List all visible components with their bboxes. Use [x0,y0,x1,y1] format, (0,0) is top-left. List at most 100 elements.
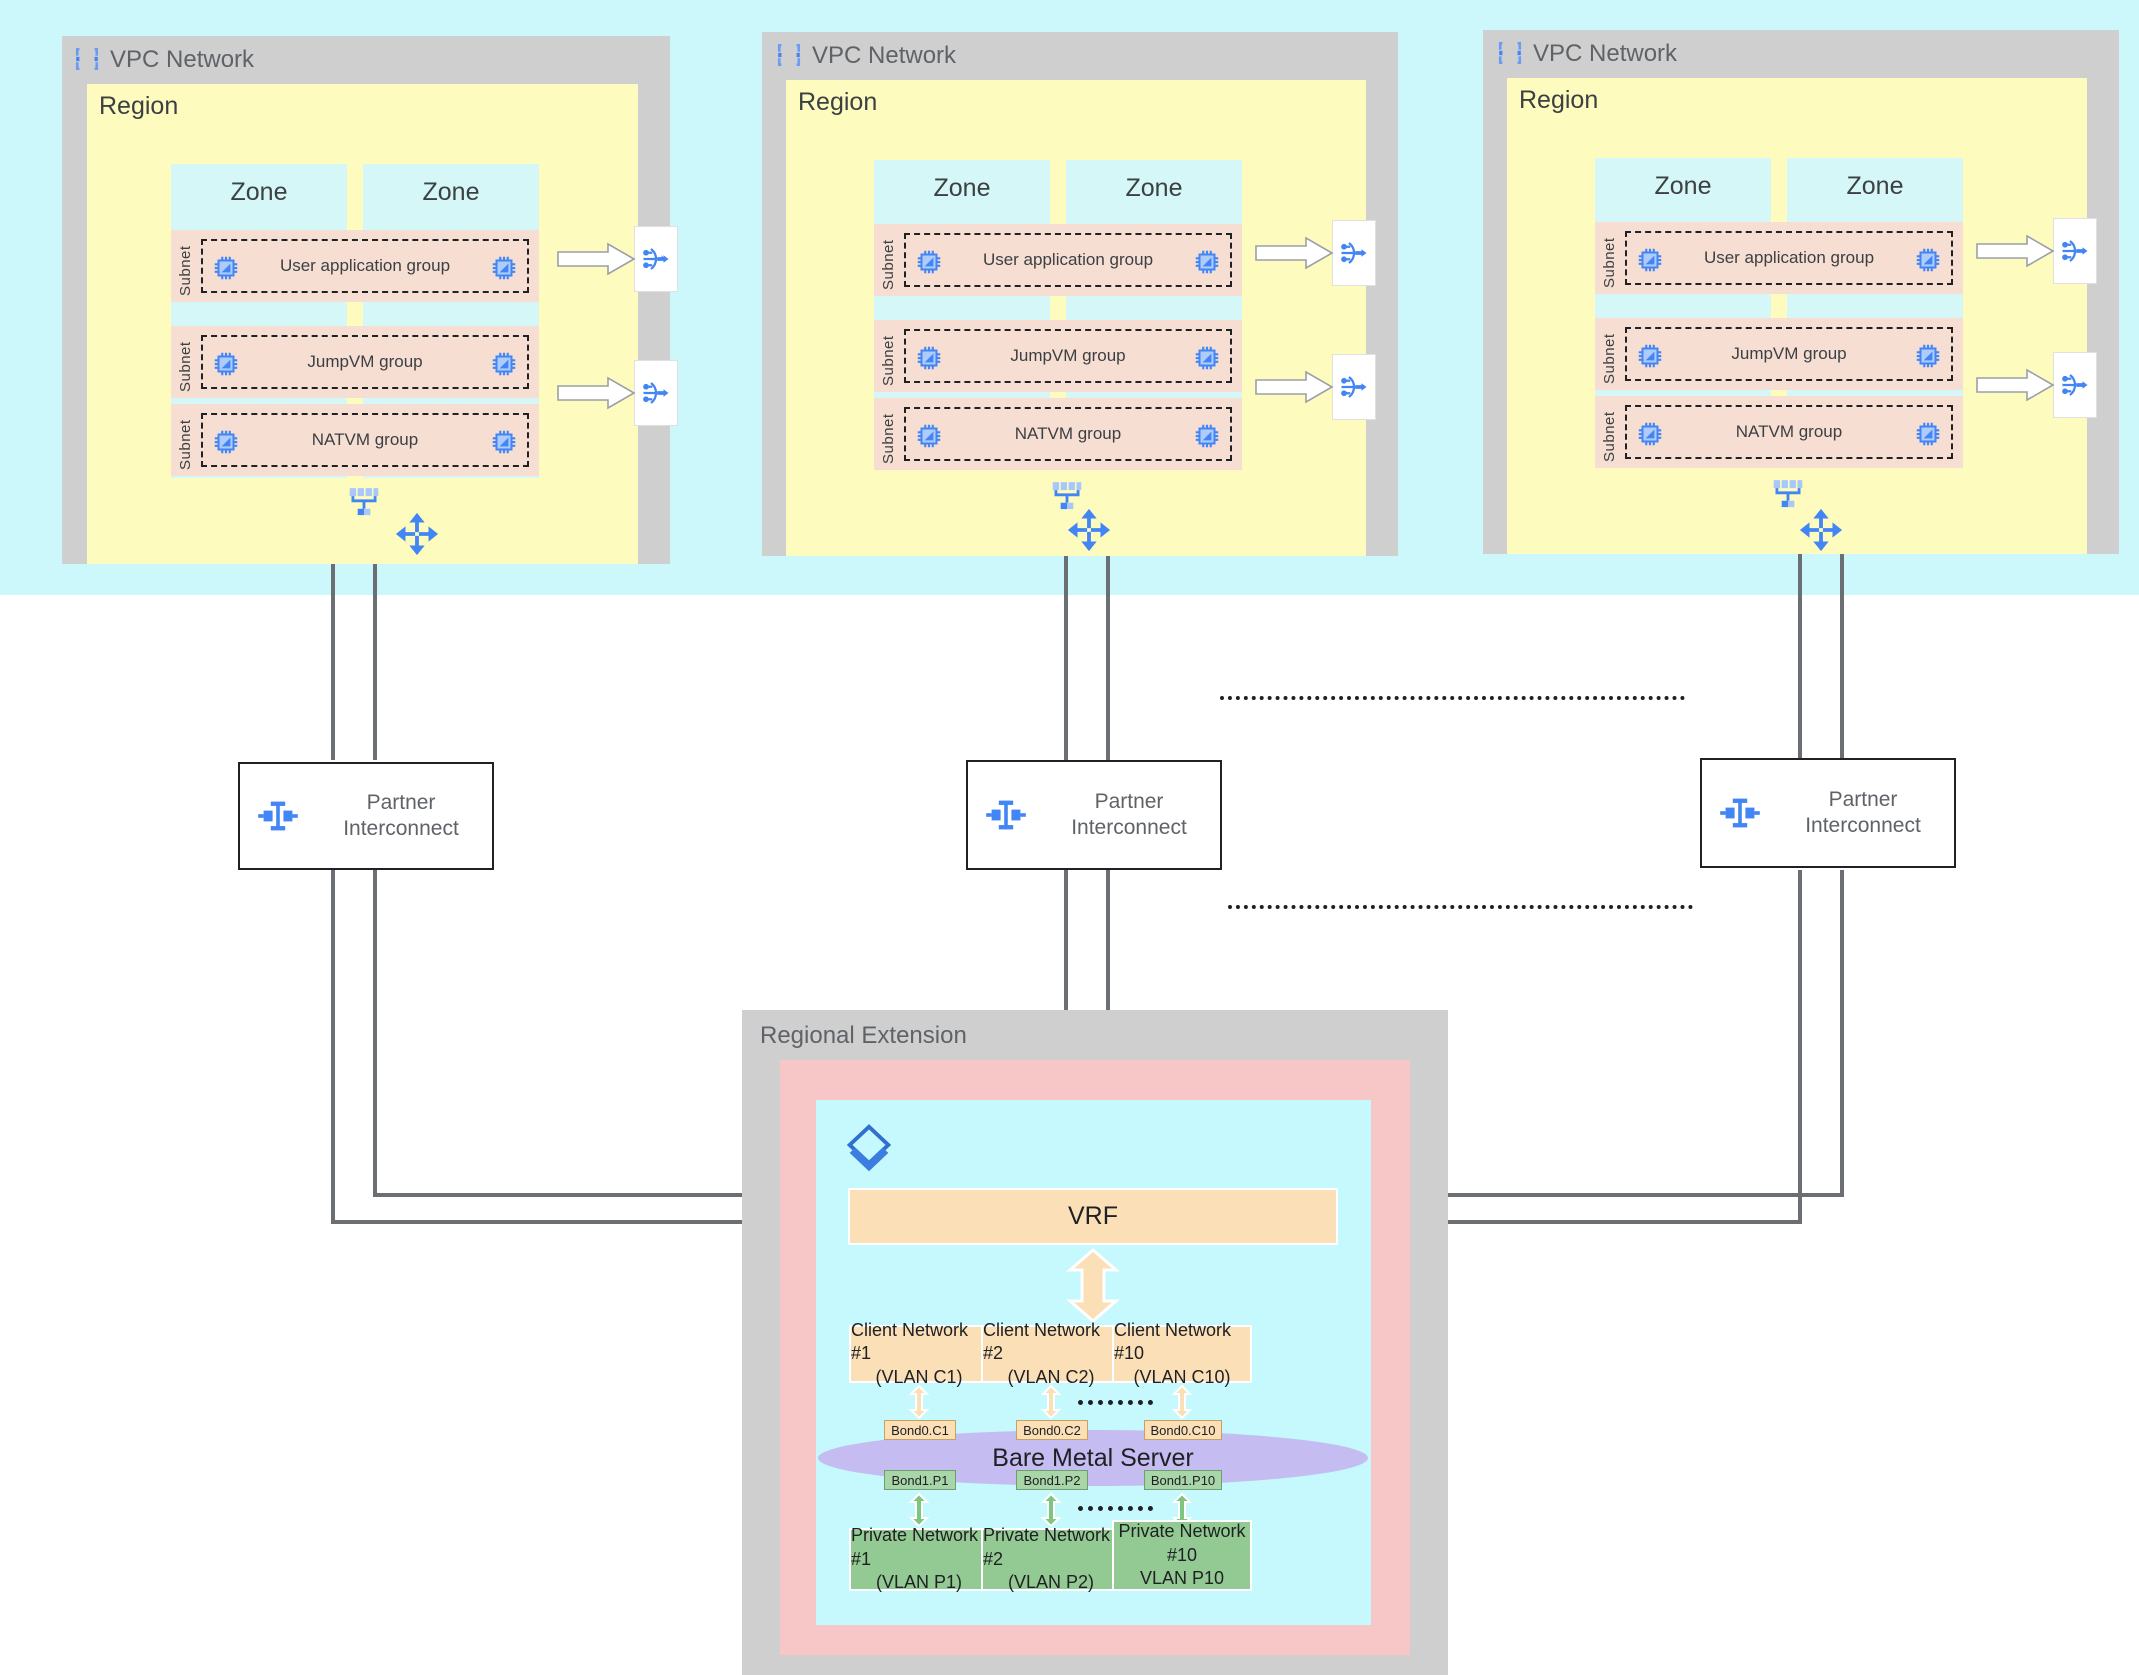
client-network-name: Client Network #2 [983,1319,1101,1364]
zone-label: Zone [1654,172,1712,200]
cloud-nat-plate-natvm[interactable] [634,360,678,426]
vm-instance-icon [1192,421,1222,451]
cloud-nat-plate-natvm[interactable] [2053,352,2097,418]
vm-instance-icon [489,253,519,283]
zone-label: Zone [1846,172,1904,200]
subnet-jumpvm-3[interactable]: Subnet JumpVM group [1595,318,1963,390]
client-bond-arrow-10 [1171,1384,1193,1420]
vm-instance-icon [1192,343,1222,373]
arrow-natvm-to-nat [1976,368,2055,402]
instance-group-natvm[interactable]: NATVM group [201,413,529,467]
bond-label-p10: Bond1.P10 [1144,1470,1222,1490]
regional-extension[interactable]: Regional Extension VRF Cl [742,1010,1448,1675]
vpc-network-3[interactable]: VPC Network Region Zone Zone Subnet User… [1483,30,2119,554]
vpc-network-icon [1497,40,1523,66]
zone-label: Zone [933,174,991,202]
vm-instance-icon [1913,245,1943,275]
vpc-network-2[interactable]: VPC Network Region Zone Zone Subnet User… [762,32,1398,556]
subnet-user-app-1[interactable]: Subnet User application group [171,230,539,302]
region-label: Region [798,88,878,116]
cloud-nat-plate-natvm[interactable] [1332,354,1376,420]
group-label: JumpVM group [1010,346,1126,365]
client-network-name: Client Network #1 [851,1319,969,1364]
subnet-label: Subnet [880,335,897,386]
arrow-user-app-to-nat [1976,234,2055,268]
vm-instance-icon [1635,419,1665,449]
vm-instance-icon [211,427,241,457]
instance-group-jumpvm[interactable]: JumpVM group [1625,327,1953,381]
client-network-1[interactable]: Client Network #1 (VLAN C1) [849,1320,989,1387]
instance-group-natvm[interactable]: NATVM group [904,407,1232,461]
firewall-icon [1769,476,1807,516]
subnet-natvm-2[interactable]: Subnet NATVM group [874,398,1242,470]
vrf-to-client-arrow [1065,1248,1121,1323]
subnet-jumpvm-1[interactable]: Subnet JumpVM group [171,326,539,398]
group-label: NATVM group [1735,422,1843,441]
region-1: Region Zone Zone Subnet User application… [87,84,638,564]
vrf-box[interactable]: VRF [848,1188,1338,1245]
private-network-vlan: VLAN P10 [1139,1568,1225,1589]
cloud-nat-plate-user-app[interactable] [634,226,678,292]
cloud-router-icon [1066,507,1112,553]
private-network-10[interactable]: Private Network #10 VLAN P10 [1112,1520,1252,1591]
client-network-10[interactable]: Client Network #10 (VLAN C10) [1112,1320,1252,1387]
cloud-nat-plate-user-app[interactable] [2053,218,2097,284]
bond-label-c10: Bond0.C10 [1144,1420,1222,1440]
region-2: Region Zone Zone Subnet User application… [786,80,1366,556]
subnet-label: Subnet [1601,237,1618,288]
private-network-number: #10 [1166,1544,1198,1565]
regional-extension-cyan-layer: VRF Client Network #1 (VLAN C1) Client N… [816,1100,1371,1625]
regional-extension-pink-layer: VRF Client Network #1 (VLAN C1) Client N… [780,1060,1410,1655]
region-label: Region [99,92,179,120]
vpc-title: VPC Network [812,42,957,69]
interconnect-icon [1718,795,1762,831]
ellipsis-bottom [1228,905,1693,909]
arrow-natvm-to-nat [1255,370,1334,404]
private-network-2[interactable]: Private Network #2 (VLAN P2) [981,1525,1121,1592]
vpc-network-icon [74,46,100,72]
private-network-1[interactable]: Private Network #1 (VLAN P1) [849,1525,989,1592]
bond-label-p2: Bond1.P2 [1016,1470,1088,1490]
region-3: Region Zone Zone Subnet User application… [1507,78,2087,554]
firewall-icon [1048,478,1086,518]
vm-instance-icon [1635,245,1665,275]
subnet-jumpvm-2[interactable]: Subnet JumpVM group [874,320,1242,392]
vm-instance-icon [1635,341,1665,371]
vpc-network-1[interactable]: VPC Network Region Zone Zone Subnet User… [62,36,678,564]
subnet-user-app-2[interactable]: Subnet User application group [874,224,1242,296]
instance-group-natvm[interactable]: NATVM group [1625,405,1953,459]
instance-group-user-app[interactable]: User application group [1625,231,1953,285]
instance-group-user-app[interactable]: User application group [201,239,529,293]
zone-label: Zone [230,178,288,206]
vm-instance-icon [1913,419,1943,449]
vm-instance-icon [489,349,519,379]
client-network-vlan: (VLAN C10) [1133,1366,1231,1387]
subnet-user-app-3[interactable]: Subnet User application group [1595,222,1963,294]
instance-group-user-app[interactable]: User application group [904,233,1232,287]
ellipsis-top [1220,696,1685,700]
vpc-title: VPC Network [110,46,255,73]
private-bond-arrow-2 [1040,1492,1062,1528]
zone-label: Zone [1125,174,1183,202]
region-label: Region [1519,86,1599,114]
client-network-2[interactable]: Client Network #2 (VLAN C2) [981,1320,1121,1387]
subnet-natvm-1[interactable]: Subnet NATVM group [171,404,539,476]
arrow-natvm-to-nat [557,376,636,410]
cloud-nat-plate-user-app[interactable] [1332,220,1376,286]
vm-instance-icon [211,349,241,379]
vm-instance-icon [914,421,944,451]
subnet-natvm-3[interactable]: Subnet NATVM group [1595,396,1963,468]
subnet-label: Subnet [880,413,897,464]
cloud-router-icon [394,511,440,557]
subnet-label: Subnet [177,419,194,470]
vpc-network-icon [776,42,802,68]
cloud-router-icon [1798,507,1844,553]
instance-group-jumpvm[interactable]: JumpVM group [904,329,1232,383]
instance-group-jumpvm[interactable]: JumpVM group [201,335,529,389]
client-network-name: Client Network #10 [1114,1319,1232,1364]
